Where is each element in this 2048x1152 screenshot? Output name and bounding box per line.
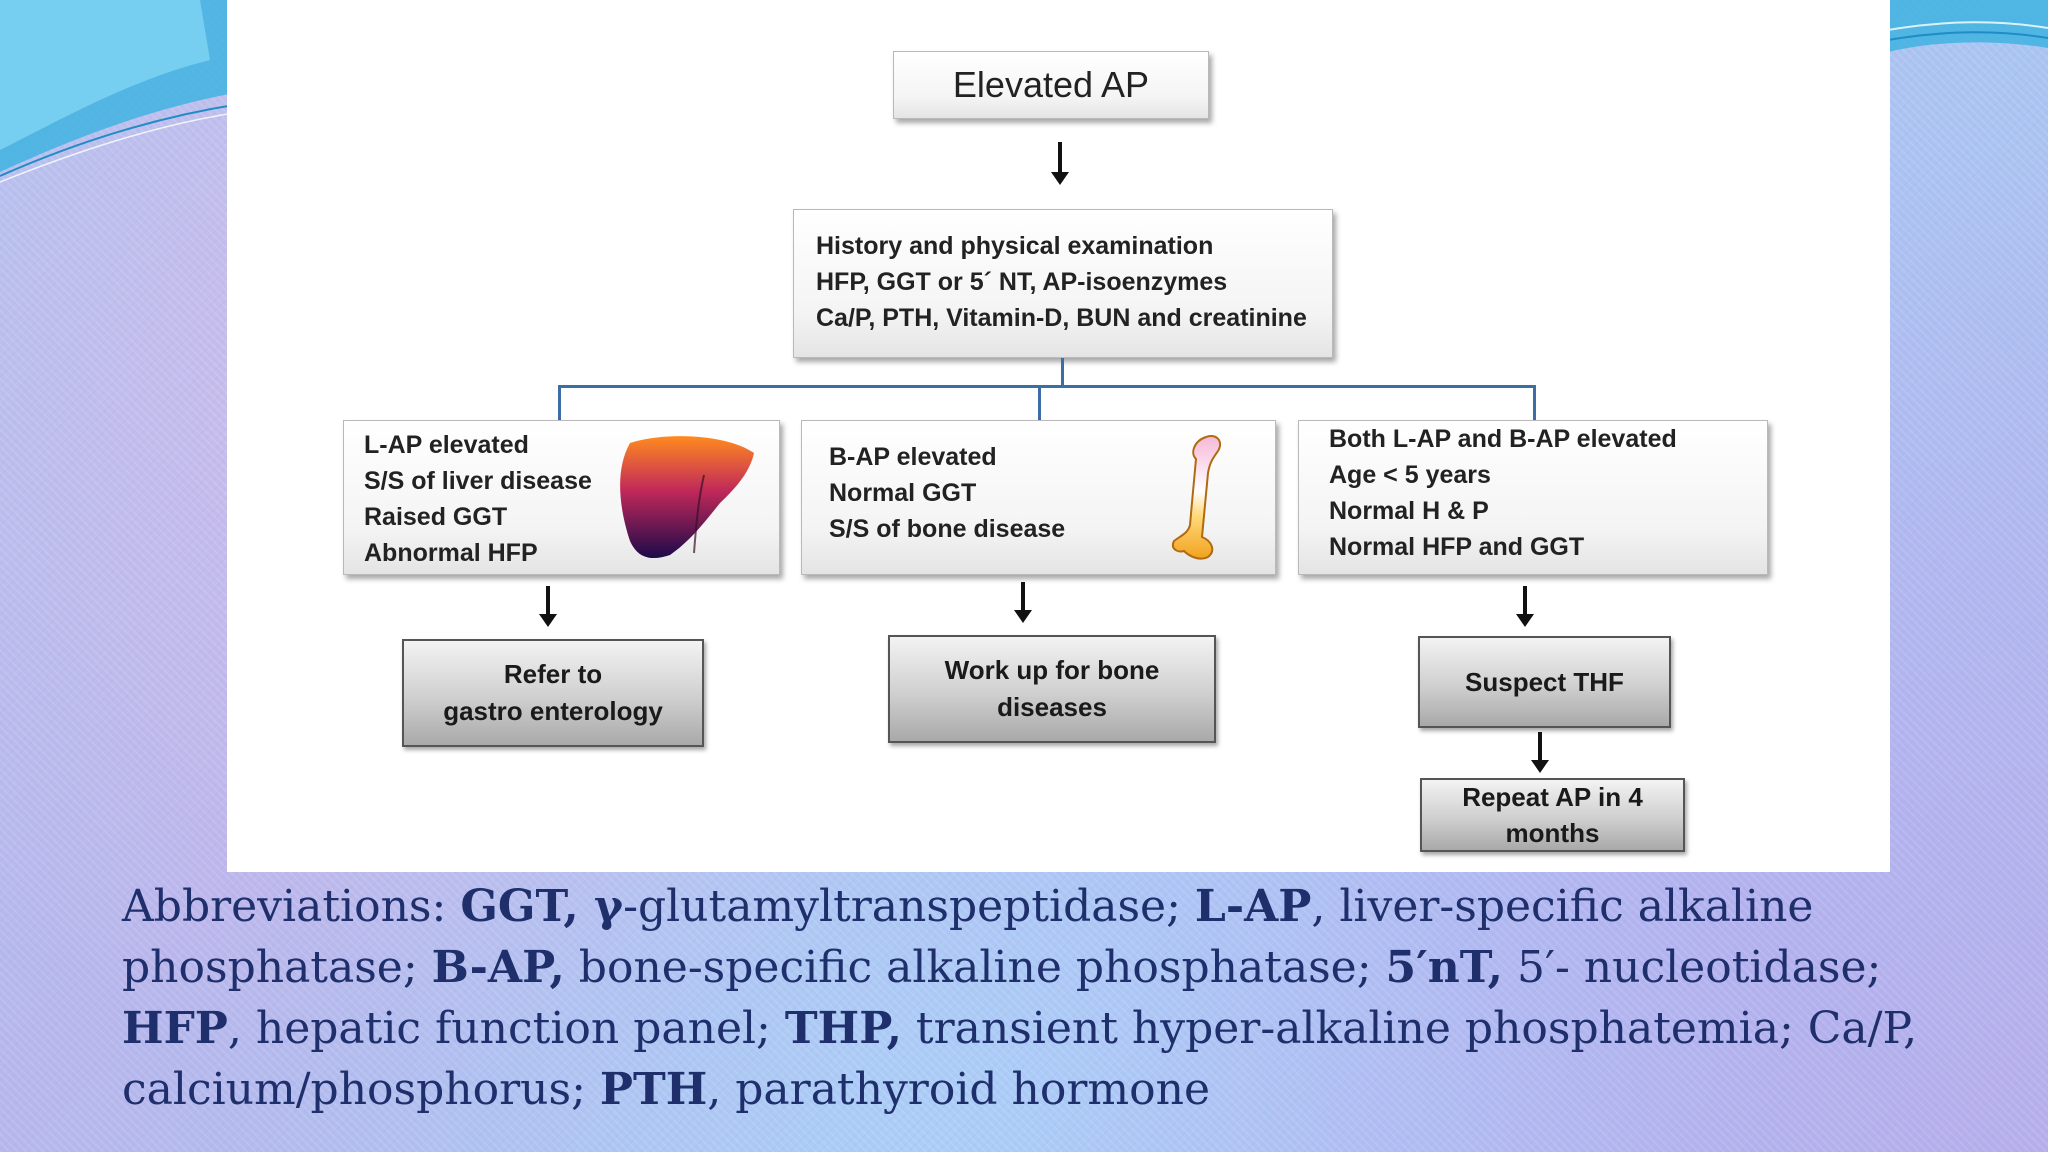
both-line-2: Age < 5 years xyxy=(1329,461,1491,489)
repeat-ap-box: Repeat AP in 4 months xyxy=(1420,778,1685,852)
arrow-2-head xyxy=(539,614,557,627)
repeat-line-1: Repeat AP in 4 xyxy=(1462,782,1643,812)
workup-line-1: History and physical examination xyxy=(816,232,1214,260)
arrow-2-stem xyxy=(546,586,550,618)
bone-workup-line-2: diseases xyxy=(997,692,1107,722)
arrow-5-stem xyxy=(1538,732,1542,764)
workup-line-2: HFP, GGT or 5´ NT, AP-isoenzymes xyxy=(816,268,1228,296)
bone-workup-line-1: Work up for bone xyxy=(944,655,1160,685)
both-line-4: Normal HFP and GGT xyxy=(1329,533,1585,561)
liver-icon xyxy=(620,436,754,559)
refer-gastro-box: Refer to gastro enterology xyxy=(402,639,704,747)
connector-horizontal xyxy=(558,385,1536,388)
bone-line-2: Normal GGT xyxy=(829,479,977,507)
liver-line-3: Raised GGT xyxy=(364,503,508,531)
connector-left-drop xyxy=(558,385,561,420)
liver-branch-box: L-AP elevated S/S of liver disease Raise… xyxy=(343,420,780,575)
abbreviations-text: Abbreviations: GGT, γ-glutamyltranspepti… xyxy=(122,881,1918,1115)
both-line-3: Normal H & P xyxy=(1329,497,1489,525)
connector-vertical-center xyxy=(1061,358,1064,387)
refer-line-2: gastro enterology xyxy=(443,696,663,726)
liver-line-2: S/S of liver disease xyxy=(364,467,592,495)
liver-line-1: L-AP elevated xyxy=(364,431,529,459)
elevated-ap-label: Elevated AP xyxy=(952,64,1150,105)
suspect-thf-label: Suspect THF xyxy=(1465,666,1624,697)
both-branch-box: Both L-AP and B-AP elevated Age < 5 year… xyxy=(1298,420,1768,575)
bone-icon xyxy=(1172,435,1222,560)
arrow-4-head xyxy=(1516,614,1534,627)
connector-right-drop xyxy=(1533,385,1536,420)
top-left-swoosh xyxy=(0,0,240,183)
arrow-3-stem xyxy=(1021,582,1025,614)
repeat-line-2: months xyxy=(1505,818,1600,848)
arrow-3-head xyxy=(1014,610,1032,623)
workup-box: History and physical examination HFP, GG… xyxy=(793,209,1333,358)
bone-branch-box: B-AP elevated Normal GGT S/S of bone dis… xyxy=(801,420,1276,575)
top-right-swoosh xyxy=(1888,0,2048,52)
both-line-1: Both L-AP and B-AP elevated xyxy=(1329,425,1677,453)
arrow-1-stem xyxy=(1058,142,1062,176)
workup-line-3: Ca/P, PTH, Vitamin-D, BUN and creatinine xyxy=(816,304,1307,332)
bone-line-1: B-AP elevated xyxy=(829,443,997,471)
arrow-1-head xyxy=(1051,172,1069,185)
bone-workup-box: Work up for bone diseases xyxy=(888,635,1216,743)
bone-line-3: S/S of bone disease xyxy=(829,515,1066,543)
suspect-thf-box: Suspect THF xyxy=(1418,636,1671,728)
liver-line-4: Abnormal HFP xyxy=(364,539,538,567)
refer-line-1: Refer to xyxy=(503,659,603,689)
arrow-4-stem xyxy=(1523,586,1527,618)
arrow-5-head xyxy=(1531,760,1549,773)
elevated-ap-box: Elevated AP xyxy=(893,51,1209,119)
connector-middle-drop xyxy=(1038,385,1041,420)
